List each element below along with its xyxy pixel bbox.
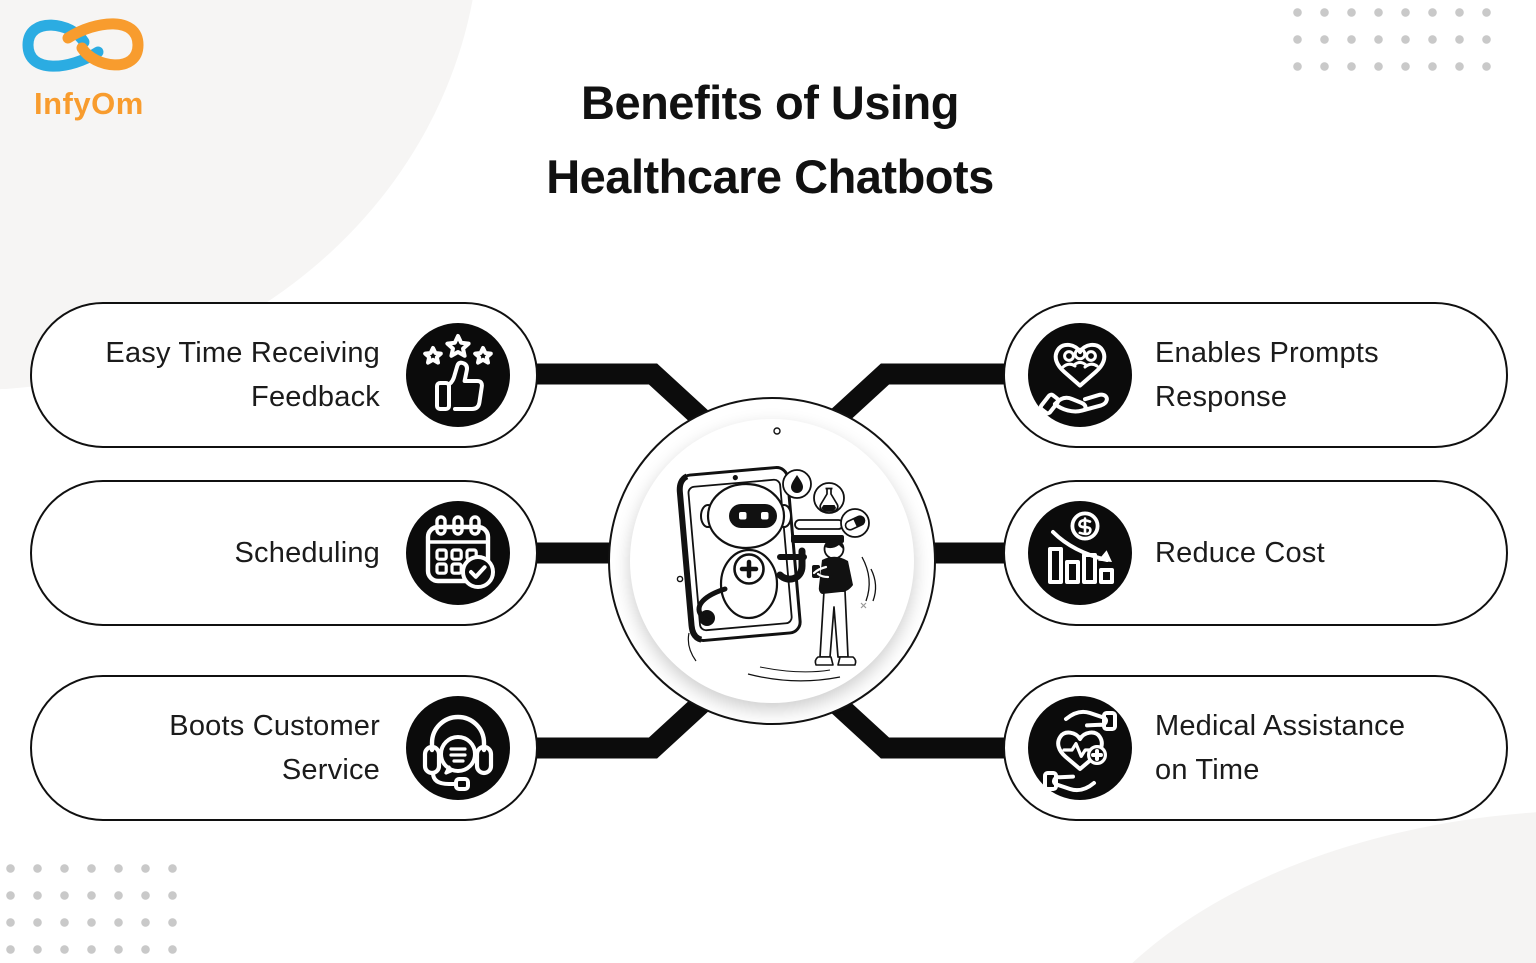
benefit-pill-enables-prompts-response: Enables Prompts Response [1003, 302, 1508, 448]
benefit-pill-scheduling: Scheduling [30, 480, 538, 626]
healthcare-chatbot-illustration [676, 427, 877, 682]
benefit-label: Reduce Cost [1155, 537, 1325, 569]
flask-bubble-icon [813, 482, 845, 514]
benefit-label: Scheduling [234, 537, 380, 569]
calendar-check-icon [406, 501, 510, 605]
page-title-line2: Healthcare Chatbots [546, 150, 994, 203]
infyom-infinity-logo-icon [22, 18, 144, 72]
benefit-pill-medical-assistance-on-time: Medical Assistance on Time [1003, 675, 1508, 821]
benefit-label: Easy Time Receiving Feedback [105, 337, 380, 413]
benefit-label: Enables Prompts Response [1155, 337, 1379, 413]
benefit-label: Medical Assistance on Time [1155, 710, 1406, 786]
progress-bar-outline [794, 519, 844, 530]
dot-grid-bottom-left [0, 855, 187, 963]
benefit-label: Boots Customer Service [169, 710, 380, 786]
benefit-pill-boots-customer-service: Boots Customer Service [30, 675, 538, 821]
person-illustration [812, 538, 877, 666]
headset-chat-icon [406, 696, 510, 800]
center-inner-circle [630, 419, 914, 703]
page-title-line1: Benefits of Using [581, 76, 959, 129]
dot-grid-top-right [1284, 0, 1500, 80]
page-title: Benefits of Using Healthcare Chatbots [420, 66, 1120, 214]
stethoscope-icon [696, 586, 728, 626]
medkit-icon [719, 548, 779, 620]
chatbot-face-icon [700, 482, 792, 550]
robot-arm-hook [776, 547, 806, 583]
benefit-pill-easy-time-receiving-feedback: Easy Time Receiving Feedback [30, 302, 538, 448]
logo-text: InfyOm [34, 86, 144, 121]
heart-care-hand-icon [1028, 323, 1132, 427]
center-circle [608, 397, 936, 725]
pill-bubble-icon [840, 508, 870, 538]
droplet-bubble-icon [782, 469, 812, 499]
benefit-pill-reduce-cost: Reduce Cost [1003, 480, 1508, 626]
stars-thumbs-up-icon [406, 323, 510, 427]
cost-reduction-icon [1028, 501, 1132, 605]
medical-care-hands-icon [1028, 696, 1132, 800]
